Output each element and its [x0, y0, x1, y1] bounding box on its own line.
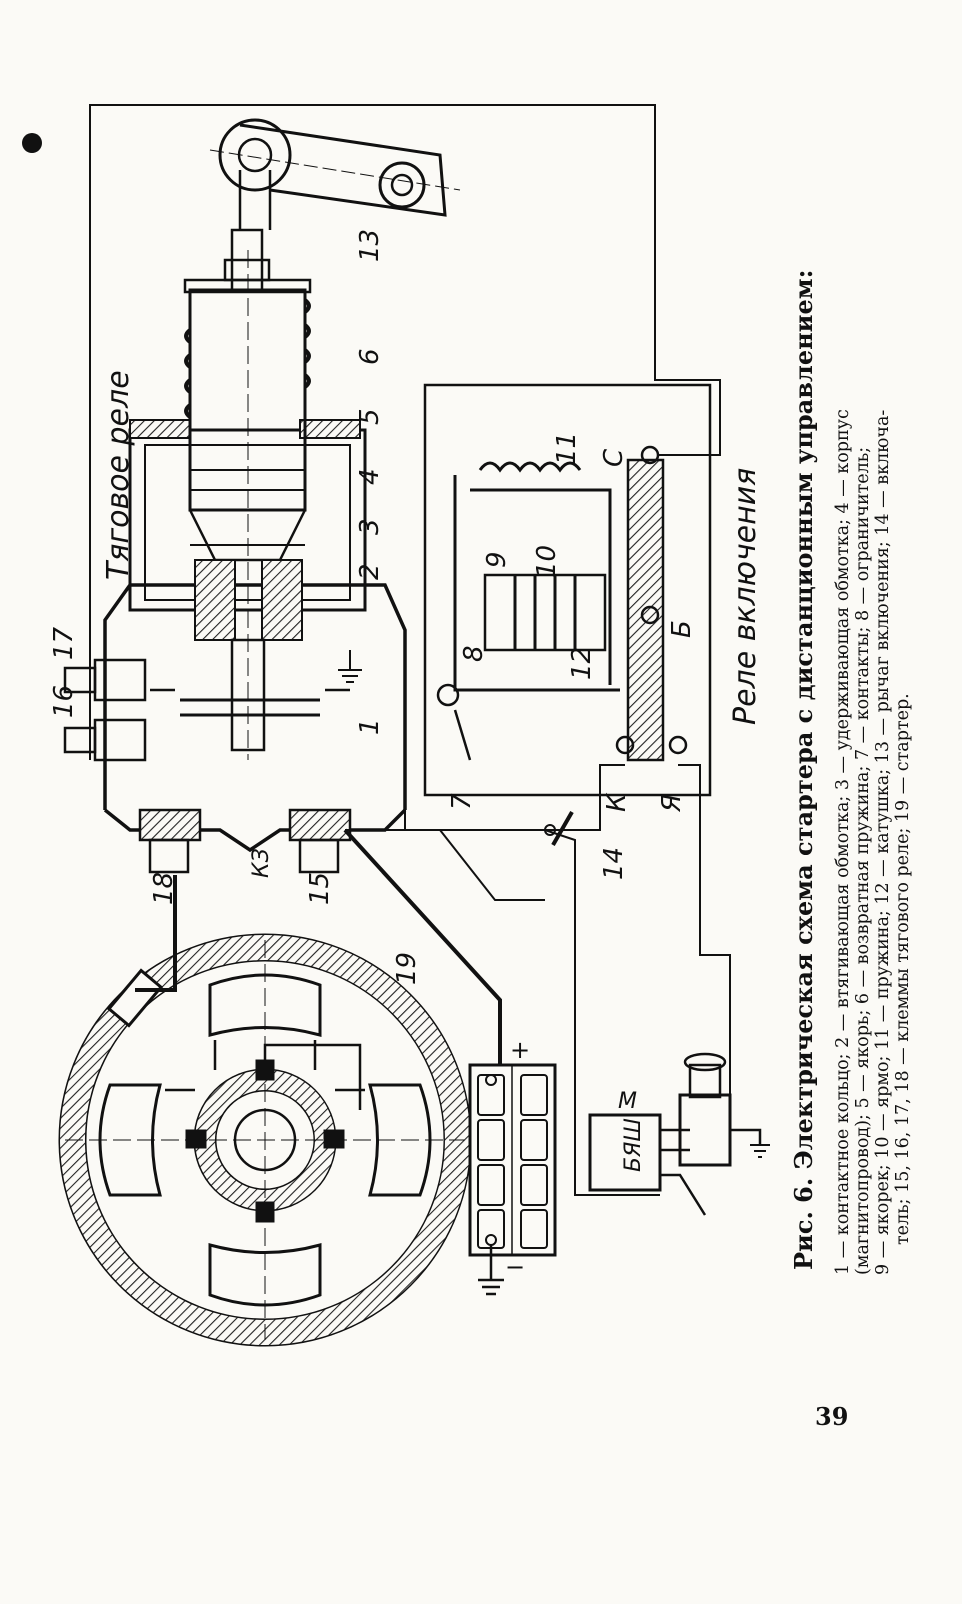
- part-19: 19: [392, 952, 422, 985]
- part-5: 5: [355, 408, 385, 425]
- page-number: 39: [815, 1402, 848, 1431]
- ink-blot: [22, 133, 42, 153]
- part-14: 14: [599, 847, 629, 880]
- figure-caption: Рис. 6. Электрическая схема стартера с д…: [789, 270, 913, 1275]
- starter-motor: [58, 933, 472, 1347]
- traction-relay: [63, 228, 407, 874]
- legend-line-2: (магнитопровод); 5 — якорь; 6 — возвратн…: [853, 447, 873, 1275]
- switch-14: [544, 811, 574, 846]
- legend-line-3: 9 — якорек; 10 — ярмо; 11 — пружина; 12 …: [873, 410, 893, 1275]
- part-2: 2: [355, 563, 385, 580]
- terminal-b: Б: [667, 620, 697, 638]
- part-3: 3: [355, 518, 385, 535]
- figure-title: Рис. 6. Электрическая схема стартера с д…: [789, 270, 818, 1270]
- battery-plus: +: [510, 1036, 530, 1064]
- part-15: 15: [305, 872, 335, 905]
- terminal-ya: Я: [657, 794, 687, 813]
- part-13: 13: [355, 229, 385, 262]
- terminal-k: К: [602, 792, 632, 812]
- switching-relay: [423, 383, 712, 797]
- label-group: Тяговое реле Реле включения 1 2 3 4 5 6 …: [49, 229, 763, 985]
- switching-relay-label: Реле включения: [728, 468, 763, 725]
- part-1: 1: [355, 718, 385, 735]
- part-6: 6: [355, 348, 385, 365]
- lever: [209, 118, 461, 230]
- legend-line-4: тель; 15, 16, 17, 18 — клеммы тягового р…: [893, 693, 913, 1245]
- part-11: 11: [552, 432, 582, 465]
- terminal-s: С: [599, 448, 629, 467]
- part-16: 16: [49, 685, 79, 718]
- terminal-m-label: М: [618, 1089, 637, 1114]
- part-4: 4: [355, 468, 385, 485]
- part-8: 8: [459, 645, 489, 662]
- bjash-unit: [588, 1052, 770, 1216]
- part-9: 9: [482, 551, 512, 568]
- traction-relay-label: Тяговое реле: [101, 370, 136, 580]
- part-12: 12: [567, 647, 597, 680]
- bjash-label: БЯШ: [621, 1118, 646, 1172]
- part-10: 10: [532, 545, 562, 578]
- battery-minus: −: [505, 1253, 525, 1281]
- wiring: [89, 104, 731, 1196]
- part-7: 7: [447, 793, 477, 810]
- legend-line-1: 1 — контактное кольцо; 2 — втягивающая о…: [833, 409, 853, 1275]
- part-18: 18: [149, 872, 179, 905]
- battery: [468, 1063, 557, 1296]
- terminal-kz: КЗ: [249, 848, 274, 878]
- part-17: 17: [49, 626, 79, 660]
